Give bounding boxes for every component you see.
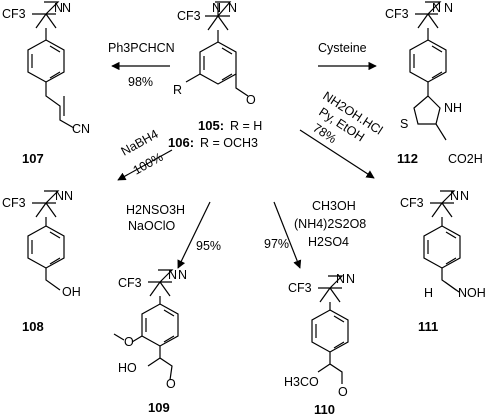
compound-number: 111	[418, 319, 438, 334]
oxime-noh: NOH	[458, 286, 486, 300]
carboxyl-ho: HO	[118, 361, 137, 375]
compound-definition: R = OCH3	[200, 136, 258, 150]
compound-107: CF3 N N CN 107	[2, 1, 90, 166]
compound-105-106: CF3 N N R O 105: R = H 106: R = OCH3	[168, 1, 262, 150]
sulfur-atom: S	[400, 117, 408, 131]
hydroxyl-group: OH	[62, 285, 81, 299]
nitrile-group: CN	[72, 122, 90, 136]
reagent-label: H2NSO3H	[126, 203, 185, 217]
reaction-111: NH2OH.HCl Py, EtOH 78%	[299, 89, 385, 179]
imine-h: H	[424, 286, 433, 300]
n-label: N	[64, 189, 73, 203]
reagent-label: CH3OH	[312, 199, 356, 213]
cf3-label: CF3	[2, 196, 26, 210]
cf3-label: CF3	[2, 7, 26, 21]
n-label: N	[444, 1, 453, 15]
yield-label: 95%	[196, 239, 221, 253]
compound-number: 109	[148, 400, 170, 415]
aldehyde-o: O	[246, 93, 256, 107]
n-label: N	[62, 1, 71, 15]
cf3-label: CF3	[288, 281, 312, 295]
carboxylic-acid: CO2H	[448, 152, 483, 166]
cf3-label: CF3	[385, 7, 409, 21]
reaction-arrow	[177, 201, 211, 269]
reaction-112: Cysteine	[318, 41, 377, 71]
methyl-ester: H3CO	[284, 375, 319, 389]
n-label: N	[450, 189, 459, 203]
reaction-110: 97% CH3OH (NH4)2S2O8 H2SO4	[264, 199, 366, 269]
r-substituent: R	[173, 83, 182, 97]
reaction-arrow	[299, 129, 375, 179]
cf3-label: CF3	[400, 196, 424, 210]
n-label: N	[460, 189, 469, 203]
carbonyl-o: O	[166, 377, 176, 391]
n-label: N	[54, 1, 63, 15]
reaction-arrow	[117, 149, 173, 181]
reagent-label: NaOClO	[128, 219, 176, 233]
compound-108: CF3 N N OH 108	[2, 189, 81, 334]
n-label: N	[346, 272, 355, 286]
cf3-label: CF3	[177, 9, 201, 23]
compound-number: 112	[397, 151, 418, 166]
compound-number: 110	[314, 402, 335, 417]
yield-label: 100%	[131, 150, 166, 178]
yield-label: 98%	[128, 75, 153, 89]
yield-label: 97%	[264, 237, 289, 251]
compound-number: 106:	[168, 135, 194, 150]
n-label: N	[178, 268, 187, 282]
reaction-107: Ph3PCHCN 98%	[108, 41, 175, 89]
cf3-label: CF3	[118, 276, 142, 290]
compound-number: 105:	[198, 118, 224, 133]
compound-109: CF3 N N O HO O 109	[113, 268, 187, 415]
compound-definition: R = H	[230, 119, 262, 133]
compound-112: CF3 N N S NH CO2H 112	[385, 1, 483, 166]
n-label: N	[432, 1, 441, 15]
nh-group: NH	[444, 101, 462, 115]
reagent-label: Ph3PCHCN	[108, 41, 175, 55]
reaction-109: H2NSO3H NaOClO 95%	[126, 201, 221, 269]
compound-number: 107	[22, 151, 44, 166]
carbonyl-o: O	[338, 385, 348, 399]
reagent-label: H2SO4	[308, 235, 349, 249]
reaction-arrow	[273, 201, 302, 269]
n-label: N	[168, 268, 177, 282]
reagent-label: (NH4)2S2O8	[294, 217, 366, 231]
n-label: N	[228, 1, 237, 15]
reagent-label: Cysteine	[318, 41, 367, 55]
compound-111: CF3 N N H NOH 111	[400, 189, 486, 334]
methoxy-oxygen: O	[124, 335, 134, 349]
n-label: N	[55, 189, 64, 203]
n-label: N	[212, 1, 221, 15]
reaction-108: NaBH4 100%	[117, 127, 173, 181]
compound-110: CF3 N N H3CO O 110	[284, 272, 355, 417]
compound-number: 108	[22, 319, 44, 334]
n-label: N	[336, 272, 345, 286]
